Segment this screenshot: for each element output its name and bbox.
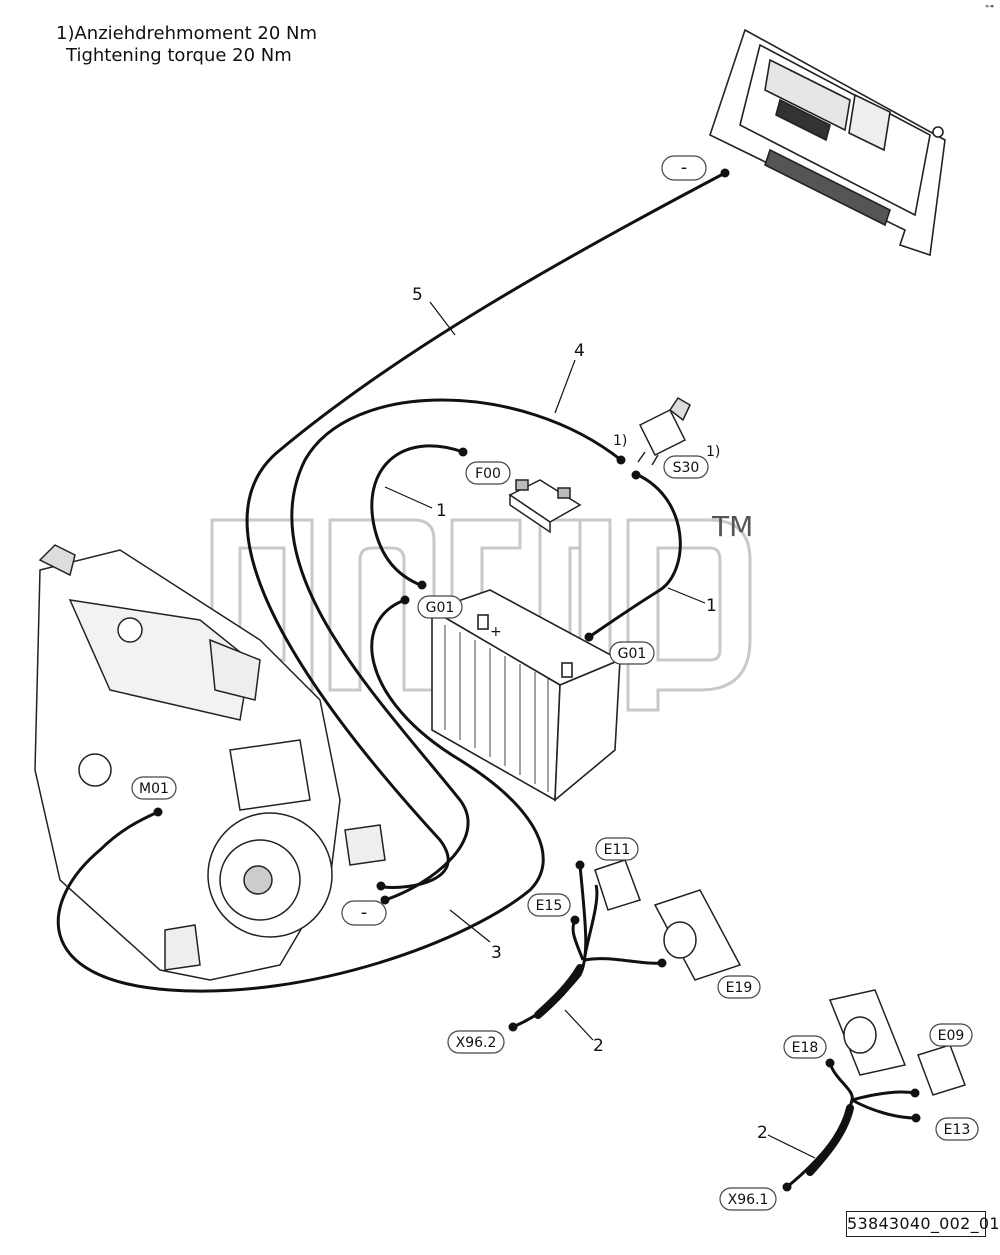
switch-key <box>668 396 691 422</box>
callout-2-front: 2 <box>593 1036 604 1056</box>
switch-s30-illustration <box>637 396 691 466</box>
cable-4 <box>290 398 622 902</box>
label-e15: E15 <box>527 893 571 917</box>
torque-ref-right: 1) <box>706 444 720 460</box>
callout-3: 3 <box>491 943 502 963</box>
battery-positive-terminal <box>477 614 489 630</box>
corner-mark: ⊶ <box>985 2 994 12</box>
turbo <box>209 638 261 701</box>
fuse-knob-left <box>515 479 529 491</box>
engine-mount-right <box>344 824 386 866</box>
callout-numbers: 5 4 1 1 3 2 2 1) 1) <box>412 285 768 1143</box>
torque-note-german: 1)Anziehdrehmoment 20 Nm <box>56 23 318 44</box>
cable-3 <box>56 598 545 993</box>
engine-mount-left <box>164 924 201 971</box>
control-box-illustration <box>709 28 946 257</box>
watermark-letter-5 <box>626 518 752 712</box>
document-id: 53843040_002_01 <box>846 1211 1000 1237</box>
starter-motor <box>229 739 311 811</box>
fuse-knob-right <box>557 487 571 499</box>
label-e13: E13 <box>935 1117 979 1141</box>
engine-pulley <box>78 753 112 787</box>
svg-text:-: - <box>361 902 368 923</box>
label-x96-1: X96.1 <box>719 1187 777 1211</box>
svg-text:G01: G01 <box>426 600 455 616</box>
svg-text:X96.2: X96.2 <box>456 1035 497 1051</box>
callout-4: 4 <box>574 341 585 361</box>
harness-2b-branch-e13 <box>851 1098 917 1120</box>
label-e18: E18 <box>783 1035 827 1059</box>
label-f00: F00 <box>465 461 511 485</box>
harness-2a-branch-e11 <box>583 884 599 956</box>
svg-text:E11: E11 <box>604 842 631 858</box>
watermark-letter-2 <box>328 518 436 692</box>
callout-1-s30: 1 <box>706 596 717 616</box>
pin-row <box>789 69 841 96</box>
lifting-eye <box>38 544 76 577</box>
cable-group <box>56 171 917 1189</box>
battery-negative-terminal <box>561 662 573 678</box>
label-m01: M01 <box>131 776 177 800</box>
cable-1-f00 <box>370 444 464 587</box>
svg-text:G01: G01 <box>618 646 647 662</box>
battery-illustration: + <box>430 589 622 802</box>
battery-side <box>554 658 621 802</box>
harness-2a-branch-e19 <box>584 957 663 965</box>
label-x96-2: X96.2 <box>447 1030 505 1054</box>
harness-2a-branch-e15 <box>571 919 585 961</box>
svg-text:E19: E19 <box>726 980 753 996</box>
trademark-mark: TM <box>711 510 753 543</box>
callout-1-f00: 1 <box>436 501 447 521</box>
connector-module <box>848 93 891 152</box>
label-g01-lower: G01 <box>609 641 655 665</box>
label-g01-upper: G01 <box>417 595 463 619</box>
harness-2b-branch-e09 <box>851 1090 916 1102</box>
engine-illustration <box>34 544 386 981</box>
terminal-strip <box>775 98 831 142</box>
svg-text:+: + <box>490 624 502 640</box>
svg-text:X96.1: X96.1 <box>728 1192 769 1208</box>
harness-2a-sleeve <box>534 964 584 1019</box>
label-neg-bottom: - <box>341 900 387 926</box>
work-lamp-e18-lens <box>843 1016 877 1054</box>
lamp-e11 <box>594 859 641 911</box>
fuse-strip <box>764 148 891 227</box>
svg-text:F00: F00 <box>475 466 501 482</box>
svg-text:E09: E09 <box>938 1028 965 1044</box>
label-neg-top: - <box>661 155 707 181</box>
label-s30: S30 <box>663 455 709 479</box>
leader-lines <box>384 301 816 1159</box>
harness-2b-sleeve <box>806 1104 854 1176</box>
cable-1-s30 <box>588 473 682 639</box>
mount-hole <box>932 126 944 138</box>
svg-text:E18: E18 <box>792 1040 819 1056</box>
svg-text:M01: M01 <box>139 781 169 797</box>
torque-note-english: Tightening torque 20 Nm <box>66 45 292 66</box>
torque-ref-left: 1) <box>613 433 627 449</box>
fuse-f00-illustration <box>508 479 582 534</box>
switch-body <box>638 408 687 457</box>
oil-filler-cap <box>117 617 143 643</box>
lamp-e09 <box>917 1044 966 1096</box>
label-e11: E11 <box>595 837 639 861</box>
svg-text:S30: S30 <box>673 460 700 476</box>
label-e19: E19 <box>717 975 761 999</box>
cable-5 <box>245 171 726 889</box>
svg-text:E13: E13 <box>944 1122 971 1138</box>
label-e09: E09 <box>929 1023 973 1047</box>
callout-2-rear: 2 <box>757 1123 768 1143</box>
harness-sleeves <box>534 964 854 1176</box>
svg-text:E15: E15 <box>536 898 563 914</box>
callout-5: 5 <box>412 285 423 305</box>
component-labels: - - F00 S30 G01 G01 <box>131 155 979 1211</box>
flywheel-hub <box>243 865 273 895</box>
work-lamp-e19-lens <box>663 921 697 959</box>
connection-points <box>153 168 921 1192</box>
lamp-illustrations <box>594 859 966 1096</box>
svg-text:-: - <box>681 157 688 178</box>
